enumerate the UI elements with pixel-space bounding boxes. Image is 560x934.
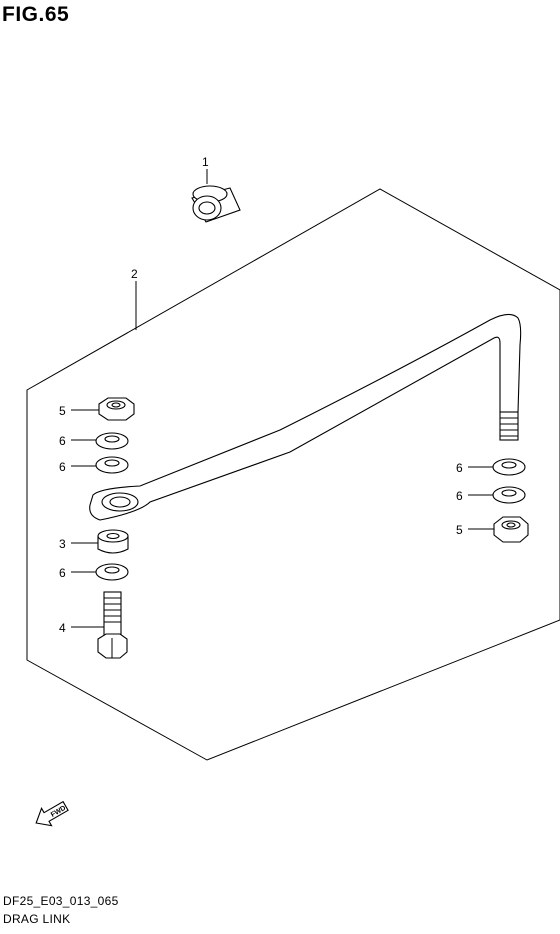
diagram-code: DF25_E03_013_065 (3, 894, 119, 908)
callout-1: 1 (202, 155, 209, 169)
callout-2: 2 (131, 267, 138, 281)
fwd-label: FWD (50, 805, 67, 819)
assembly-outline (26, 188, 560, 761)
washer-part-6-left-b (95, 456, 129, 474)
figure-title: FIG.65 (2, 3, 70, 26)
bushing-part-1 (191, 185, 241, 223)
callout-5-left: 5 (59, 404, 66, 418)
nut-part-5-right (493, 516, 529, 543)
washer-part-6-left-c (95, 563, 129, 581)
callout-6-left-a: 6 (59, 434, 66, 448)
callout-4: 4 (59, 621, 66, 635)
callout-6-right-a: 6 (456, 461, 463, 475)
collar-part-3 (97, 529, 129, 554)
callout-5-right: 5 (456, 523, 463, 537)
callout-6-right-b: 6 (456, 489, 463, 503)
bolt-part-4 (97, 591, 128, 659)
washer-part-6-left-a (95, 432, 129, 450)
nut-part-5-left (98, 397, 135, 421)
callout-3: 3 (59, 537, 66, 551)
callout-6-left-c: 6 (59, 566, 66, 580)
diagram-name: DRAG LINK (3, 912, 71, 926)
washer-part-6-right-b (492, 486, 526, 504)
washer-part-6-right-a (492, 458, 526, 476)
callout-6-left-b: 6 (59, 460, 66, 474)
fwd-arrow-icon: FWD (35, 800, 69, 827)
drag-link-part-2 (89, 313, 522, 521)
